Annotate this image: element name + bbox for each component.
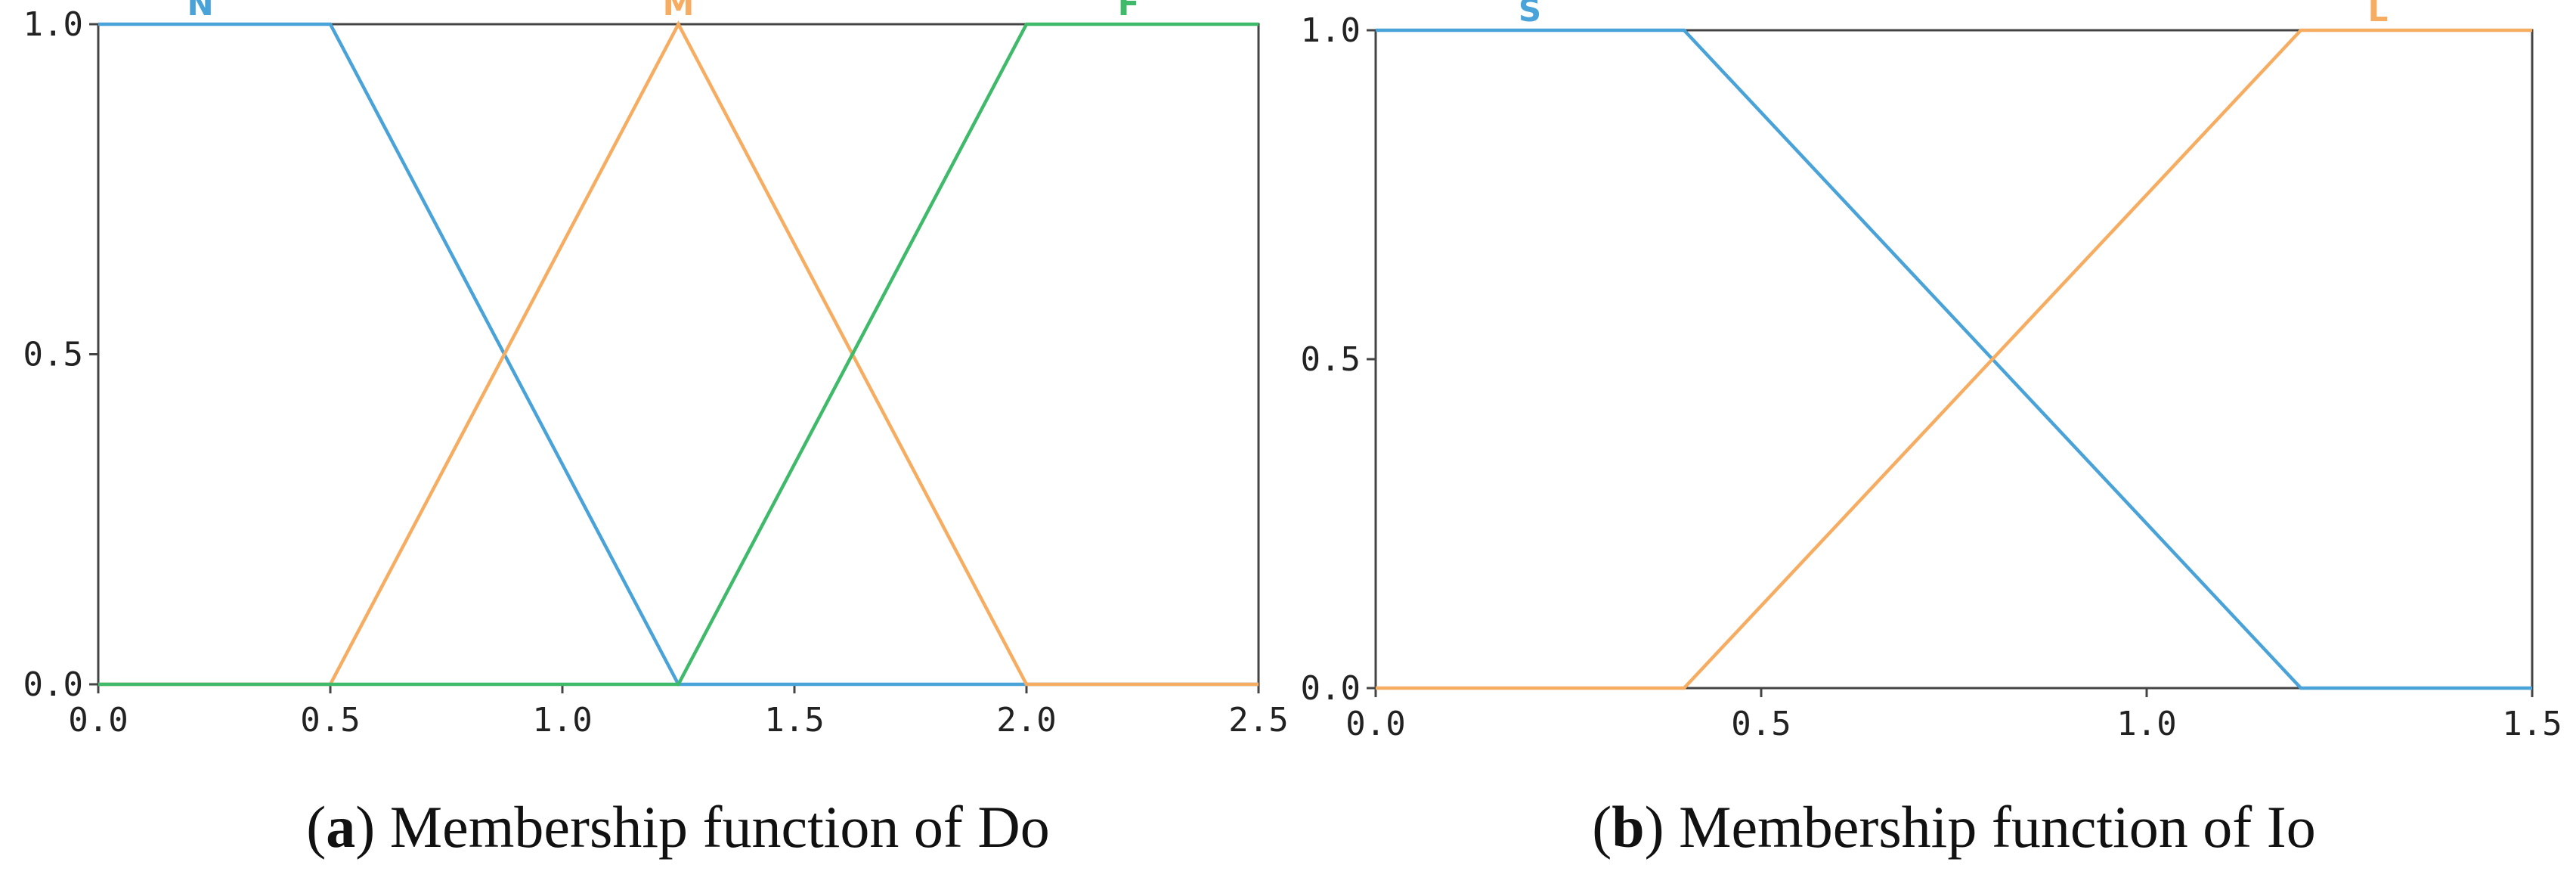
y-tick-label: 0.5: [23, 336, 83, 374]
panel-caption: (b) Membership function of Io: [1592, 794, 2316, 860]
panel-b: 0.0 0.5 1.0 1.5 0.0 0.5 1.0 S L (b) Membership fu…: [1301, 0, 2562, 860]
series-line-M: [98, 20, 1259, 687]
caption-letter: b: [1612, 794, 1644, 860]
plot-frame: [97, 23, 1260, 686]
caption-text: ) Membership function of Io: [1645, 794, 2316, 860]
x-tick-label: 1.5: [764, 701, 824, 740]
x-tick-label: 0.5: [300, 701, 360, 740]
x-tick-label: 0.5: [1731, 705, 1791, 743]
x-tick-label: 1.5: [2502, 705, 2562, 743]
x-tick-label: 2.5: [1228, 701, 1288, 740]
series-label-L: L: [2368, 0, 2389, 29]
x-tick-label: 1.0: [2116, 705, 2176, 743]
series-line-L: [1376, 28, 2532, 690]
series-line-S: [1376, 28, 2532, 690]
series-label-M: M: [663, 0, 695, 23]
y-tick-label: 0.5: [1301, 340, 1361, 379]
x-tick-label: 0.0: [1345, 705, 1405, 743]
x-tick-label: 2.0: [996, 701, 1056, 740]
panel-caption: (a) Membership function of Do: [306, 794, 1049, 860]
series-label-S: S: [1519, 0, 1541, 29]
y-tick-label: 1.0: [23, 5, 83, 44]
y-tick-label: 1.0: [1301, 11, 1361, 50]
caption-open-paren: (: [1592, 794, 1612, 860]
series-label-N: N: [187, 0, 214, 23]
series-label-F: F: [1118, 0, 1140, 23]
panel-a: 0.0 0.5 1.0 1.5 2.0 2.5 0.0 0.5 1.0 N M F (a) Member…: [23, 0, 1289, 860]
plot-frame: [1374, 29, 2534, 690]
y-tick-label: 0.0: [1301, 669, 1361, 708]
x-tick-label: 0.0: [68, 701, 128, 740]
y-tick-label: 0.0: [23, 665, 83, 704]
x-tick-label: 1.0: [532, 701, 592, 740]
caption-text: ) Membership function of Do: [355, 794, 1049, 860]
caption-letter: a: [326, 794, 355, 860]
series-line-F: [98, 22, 1259, 687]
series-line-N: [98, 22, 1259, 687]
caption-open-paren: (: [306, 794, 326, 860]
